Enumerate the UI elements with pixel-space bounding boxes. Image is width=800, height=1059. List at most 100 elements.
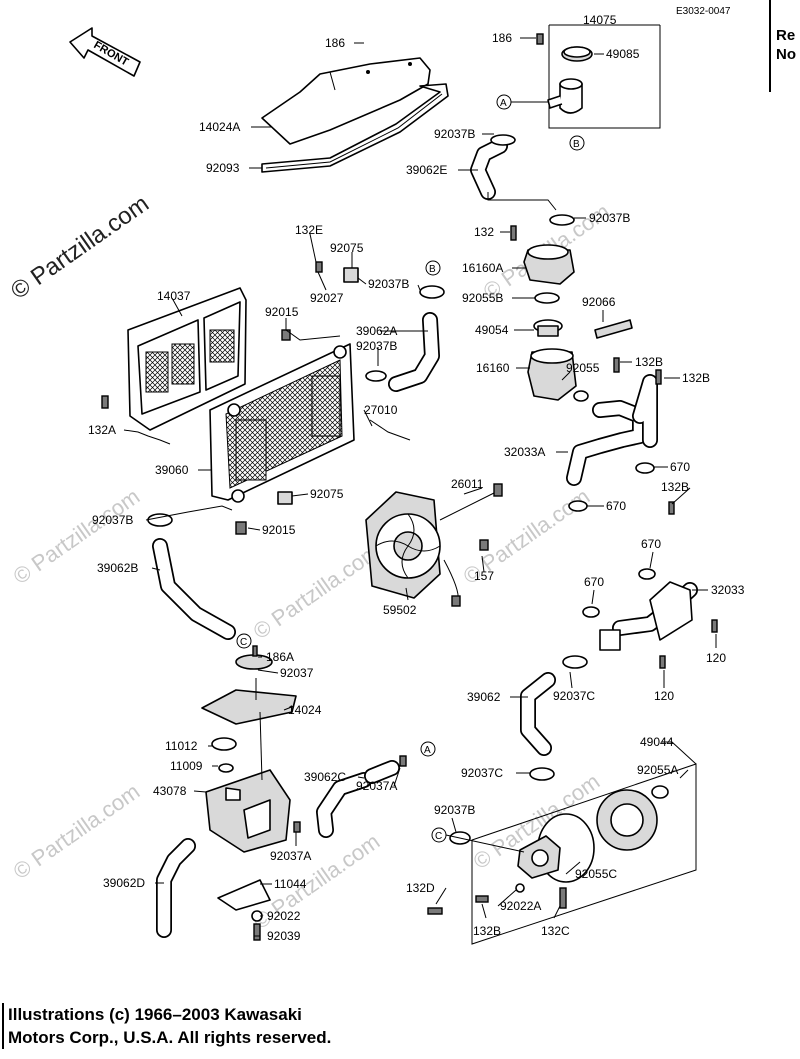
part-label: 670 <box>641 537 661 551</box>
page-edge-rule <box>769 0 771 92</box>
part-label: 92037C <box>553 689 595 703</box>
callout-b: B <box>573 139 580 150</box>
radiator-core <box>209 261 445 535</box>
part-label: 39062D <box>103 876 145 890</box>
part-label: 92022 <box>267 909 301 923</box>
part-label: 39062C <box>304 770 346 784</box>
part-label: 43078 <box>153 784 187 798</box>
part-label: 14037 <box>157 289 191 303</box>
part-label: 92037B <box>434 803 475 817</box>
part-label: 14024A <box>199 120 240 134</box>
copyright-notice: Illustrations (c) 1966–2003 Kawasaki Mot… <box>2 1003 428 1049</box>
part-label: 92066 <box>582 295 616 309</box>
copyright-line-2: Motors Corp., U.S.A. All rights reserved… <box>8 1028 332 1047</box>
callout-a: A <box>500 98 507 109</box>
part-label: 186A <box>266 650 294 664</box>
part-label: 39062E <box>406 163 447 177</box>
part-label: 132B <box>635 355 663 369</box>
callout-a: A <box>424 745 431 756</box>
radiator-top-cover <box>261 57 449 173</box>
part-labels: 186 14024A 92093 14075 186 49085 92037B … <box>88 13 745 943</box>
part-label: 92015 <box>265 305 299 319</box>
watermark: © Partzilla.com <box>9 779 145 885</box>
part-label: 92027 <box>310 291 344 305</box>
part-label: 132E <box>295 223 323 237</box>
part-label: 92037B <box>368 277 409 291</box>
part-label: 92037A <box>270 849 311 863</box>
part-label: 26011 <box>451 477 484 491</box>
front-arrow-icon: FRONT <box>69 27 141 77</box>
part-label: 132B <box>473 924 501 938</box>
part-label: 14075 <box>583 13 617 27</box>
part-label: 49054 <box>475 323 509 337</box>
part-label: 92037C <box>461 766 503 780</box>
watermark: © Partzilla.com <box>6 190 154 305</box>
part-label: 92037B <box>356 339 397 353</box>
part-label: 92037B <box>589 211 630 225</box>
part-label: 92015 <box>262 523 296 537</box>
part-label: 92037A <box>356 779 397 793</box>
diagram-reference-code: E3032-0047 <box>676 6 731 17</box>
hose-39062 <box>520 672 556 781</box>
radiator-side-cover <box>101 287 291 431</box>
corner-text: Re No <box>776 26 800 64</box>
copyright-line-1: Illustrations (c) 1966–2003 Kawasaki <box>8 1005 302 1024</box>
part-label: 32033A <box>504 445 545 459</box>
part-label: 14024 <box>288 703 322 717</box>
pipe-32033a <box>566 357 675 515</box>
part-label: 39062A <box>356 324 397 338</box>
part-label: 11009 <box>170 759 203 773</box>
corner-text-line-1: Re <box>776 27 796 44</box>
overflow-hoses <box>156 755 407 938</box>
part-label: 92075 <box>330 241 364 255</box>
part-label: 92055 <box>566 361 600 375</box>
part-label: 92093 <box>206 161 240 175</box>
pipe-32033 <box>562 568 718 669</box>
callout-b: B <box>429 264 436 275</box>
part-label: 92055B <box>462 291 503 305</box>
part-label: 92075 <box>310 487 344 501</box>
part-label: 49085 <box>606 47 640 61</box>
water-pump-assembly <box>427 763 697 945</box>
part-label: 39062B <box>97 561 138 575</box>
thermostat-housing <box>510 225 633 402</box>
part-label: 92055A <box>637 763 678 777</box>
callout-c: C <box>240 637 247 648</box>
part-label: 11044 <box>274 877 307 891</box>
corner-text-line-2: No <box>776 46 796 63</box>
part-label: 186 <box>325 36 345 50</box>
part-label: 39060 <box>155 463 189 477</box>
part-label: 92022A <box>500 899 541 913</box>
part-label: 120 <box>654 689 674 703</box>
hose-39062e <box>470 134 575 226</box>
part-label: 92037 <box>280 666 314 680</box>
part-label: 92037B <box>434 127 475 141</box>
cooling-fan <box>365 483 503 607</box>
part-label: 132A <box>88 423 116 437</box>
part-label: 132D <box>406 881 435 895</box>
reserve-tank <box>205 737 291 941</box>
hose-39062a <box>365 312 440 392</box>
callout-c: C <box>435 831 442 842</box>
part-label: 92055C <box>575 867 617 881</box>
part-label: 32033 <box>711 583 745 597</box>
part-label: 120 <box>706 651 726 665</box>
part-label: 186 <box>492 31 512 45</box>
hose-39062b <box>147 513 236 640</box>
part-label: 16160 <box>476 361 510 375</box>
part-label: 132C <box>541 924 570 938</box>
part-label: 670 <box>606 499 626 513</box>
part-label: 59502 <box>383 603 417 617</box>
part-label: 670 <box>584 575 604 589</box>
part-label: 27010 <box>364 403 398 417</box>
part-label: 132B <box>661 480 689 494</box>
filler-neck-assembly <box>536 24 661 129</box>
reserve-tank-cover <box>201 645 297 725</box>
part-label: 11012 <box>165 739 198 753</box>
leader-lines <box>123 37 717 937</box>
part-label: 92037B <box>92 513 133 527</box>
part-label: 39062 <box>467 690 501 704</box>
part-label: 49044 <box>640 735 674 749</box>
part-label: 132 <box>474 225 494 239</box>
part-label: 157 <box>474 569 494 583</box>
